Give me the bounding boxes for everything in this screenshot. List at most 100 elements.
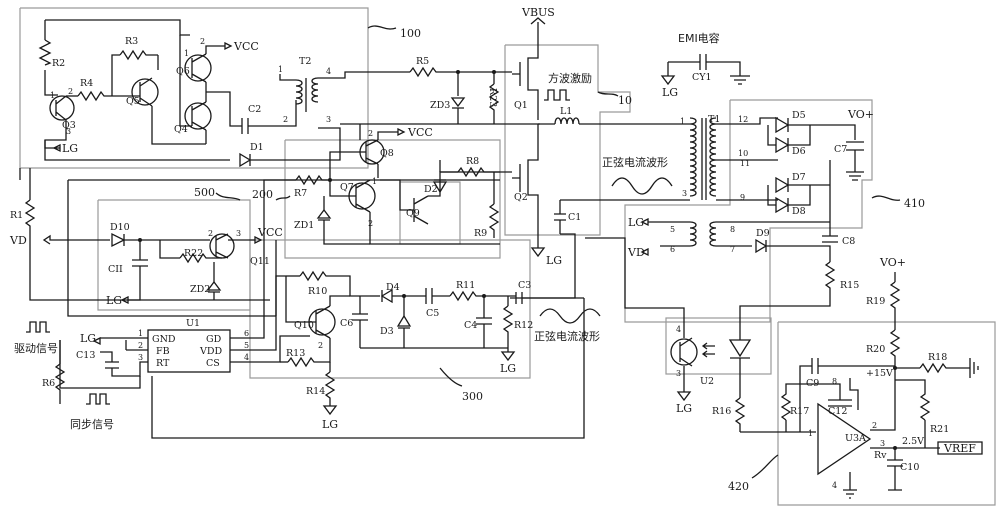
svg-text:Q5: Q5 <box>126 96 140 107</box>
opto-transistor <box>670 338 698 366</box>
svg-text:3: 3 <box>66 127 71 136</box>
svg-text:1: 1 <box>50 91 55 100</box>
label-vbus: VBUS <box>521 6 555 19</box>
svg-text:R6: R6 <box>42 378 55 389</box>
label-block-100: 100 <box>400 27 421 40</box>
block-200-gate-driver: Q8 2 VCC Q7 1 2 R7 ZD1 Q9 D2 R8 <box>286 124 512 245</box>
svg-text:1: 1 <box>278 65 283 74</box>
svg-text:ZD3: ZD3 <box>430 100 450 111</box>
svg-text:6: 6 <box>670 245 675 254</box>
svg-text:D5: D5 <box>792 110 806 121</box>
block-420-outline <box>777 321 996 506</box>
svg-text:R18: R18 <box>928 352 947 363</box>
label-block-200: 200 <box>252 188 273 201</box>
svg-text:VREF: VREF <box>943 442 976 455</box>
svg-text:4: 4 <box>326 67 331 76</box>
svg-text:LG: LG <box>662 86 678 99</box>
svg-text:R11: R11 <box>456 280 475 291</box>
svg-text:LG: LG <box>500 362 516 375</box>
diode-d5 <box>775 116 790 134</box>
svg-text:C5: C5 <box>426 308 439 319</box>
svg-text:11: 11 <box>740 159 750 168</box>
zener-zd1 <box>316 208 332 221</box>
resistor-r8 <box>457 166 490 178</box>
svg-text:1: 1 <box>138 329 143 338</box>
top-power-bus: R5 ZD3 R23 <box>318 56 540 125</box>
svg-text:D9: D9 <box>756 228 770 239</box>
svg-text:VD: VD <box>9 234 27 247</box>
winding-8-7 <box>709 221 717 247</box>
svg-text:8: 8 <box>832 377 837 386</box>
transistor-q11 <box>209 233 235 259</box>
svg-text:GD: GD <box>206 334 222 345</box>
svg-text:R13: R13 <box>286 348 305 359</box>
svg-text:Q8: Q8 <box>380 148 394 159</box>
wiring <box>19 168 500 317</box>
svg-text:1: 1 <box>680 117 685 126</box>
resistor-r13 <box>287 356 320 368</box>
svg-text:1: 1 <box>184 49 189 58</box>
svg-text:R14: R14 <box>306 386 325 397</box>
svg-text:R8: R8 <box>466 156 479 167</box>
svg-text:R9: R9 <box>474 228 487 239</box>
resistor-r2 <box>38 39 52 66</box>
block-410-outline <box>624 99 873 323</box>
svg-text:2: 2 <box>318 341 323 350</box>
resistor-r16 <box>734 397 746 432</box>
svg-text:LG: LG <box>62 142 78 155</box>
svg-text:12: 12 <box>738 115 748 124</box>
svg-text:CII: CII <box>108 264 123 275</box>
svg-text:R22: R22 <box>184 248 203 259</box>
winding-5-6 <box>689 221 697 247</box>
svg-text:ZD2: ZD2 <box>190 284 210 295</box>
block-300-outline <box>249 239 531 379</box>
label-block-10: 10 <box>618 94 632 107</box>
svg-text:T1: T1 <box>708 114 720 125</box>
svg-text:D4: D4 <box>386 282 400 293</box>
resistor-r19 <box>889 281 901 314</box>
block-100-driver: R1 R2 Q3 1 2 3 LG R4 R3 Q5 Q6 2 1 VCC <box>38 19 341 168</box>
svg-text:5: 5 <box>670 225 675 234</box>
block-10-outline <box>504 44 631 236</box>
transistor-q3 <box>49 95 75 121</box>
opto-led <box>728 339 752 359</box>
svg-text:C7: C7 <box>834 144 847 155</box>
capacitor-c9 <box>811 358 819 374</box>
svg-text:VO+: VO+ <box>879 256 906 269</box>
block-500-vd-regulator: R1 VD D10 CII LG R22 Q11 2 3 VCC ZD2 <box>9 168 283 307</box>
svg-text:LG: LG <box>322 418 338 431</box>
svg-text:C8: C8 <box>842 236 855 247</box>
svg-text:Q3: Q3 <box>62 120 76 131</box>
svg-text:RT: RT <box>156 358 170 369</box>
svg-text:R21: R21 <box>930 424 949 435</box>
square-wave-icon <box>544 89 570 101</box>
svg-text:D2: D2 <box>424 184 438 195</box>
svg-text:FB: FB <box>156 346 170 357</box>
svg-text:R4: R4 <box>80 78 93 89</box>
svg-text:4: 4 <box>832 481 837 490</box>
label-square-drive: 方波激励 <box>548 71 592 85</box>
capacitor-cii <box>132 259 148 267</box>
svg-text:C4: C4 <box>464 320 477 331</box>
svg-text:C1: C1 <box>568 212 581 223</box>
label-emi-cap: EMI电容 <box>678 31 720 45</box>
svg-text:8: 8 <box>730 225 735 234</box>
leader-410 <box>871 195 901 201</box>
svg-text:7: 7 <box>730 245 735 254</box>
resistor-r14 <box>324 371 336 406</box>
svg-text:3: 3 <box>676 369 681 378</box>
svg-text:2: 2 <box>208 229 213 238</box>
svg-text:R17: R17 <box>790 406 809 417</box>
resistor-r18 <box>919 362 960 374</box>
label-block-420: 420 <box>728 480 749 493</box>
svg-text:R12: R12 <box>514 320 533 331</box>
leader-300 <box>439 367 463 387</box>
block-u2-outline <box>665 317 772 375</box>
svg-text:3: 3 <box>236 229 241 238</box>
svg-text:2: 2 <box>283 115 288 124</box>
svg-text:LG: LG <box>628 216 644 229</box>
block-labels: 100 10 200 500 300 410 420 <box>194 25 925 493</box>
svg-text:R19: R19 <box>866 296 885 307</box>
svg-text:4: 4 <box>244 353 249 362</box>
label-block-300: 300 <box>462 390 483 403</box>
